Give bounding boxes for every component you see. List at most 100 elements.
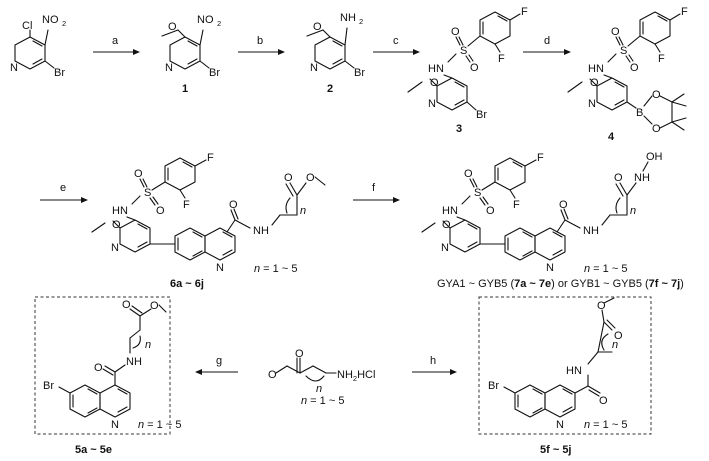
compound-number: 4 <box>608 131 615 143</box>
atom-label: S <box>460 45 467 57</box>
atom-label: Br <box>488 380 499 392</box>
dashed-box-5f <box>478 296 652 435</box>
nh2hcl-tail: HCl <box>357 369 375 381</box>
atom-label: O <box>284 172 293 184</box>
atom-label: O <box>112 219 121 231</box>
reagent-label: d <box>544 35 550 47</box>
n-italic: n <box>584 263 590 275</box>
atom-label: 2 <box>359 17 363 26</box>
reaction-arrow-g: g <box>195 355 238 375</box>
caption-part: 7a ~ 7e <box>514 278 551 290</box>
n-italic: n <box>254 263 260 275</box>
atom-label: S <box>620 45 627 57</box>
n-range-text: = 1 ~ 5 <box>260 263 297 275</box>
atom-label: O <box>134 168 143 180</box>
atom-label: N <box>428 98 436 110</box>
nh2hcl-sub: 2 <box>353 374 357 383</box>
atom-label: HN <box>112 205 128 217</box>
n-range-text: = 1 ~ 5 <box>307 395 344 407</box>
compound-number: 2 <box>327 83 333 95</box>
atom-label: B <box>636 107 643 119</box>
atom-label: NO <box>197 14 214 26</box>
atom-label: OH <box>646 151 663 163</box>
compound-number: 3 <box>456 123 462 135</box>
atom-label: O <box>122 299 131 311</box>
atom-label: N <box>216 262 224 274</box>
n-range-text: = 1 ~ 5 <box>590 263 627 275</box>
n-range-text: = 1 ~ 5 <box>144 419 181 431</box>
atom-label: O <box>94 362 103 374</box>
compound-number: 5a ~ 5e <box>75 444 112 456</box>
dashed-box-5a <box>34 296 171 435</box>
atom-label: NH <box>253 225 269 237</box>
reagent-label: h <box>430 355 436 367</box>
atom-label: O <box>168 21 177 33</box>
compound-7-structure: F F S O O HN O N N O NH <box>421 151 663 275</box>
atom-label: O <box>597 300 606 312</box>
atom-label: O <box>470 62 479 74</box>
atom-label: n <box>630 205 636 217</box>
atom-label: O <box>464 168 473 180</box>
atom-label: O <box>630 62 639 74</box>
n-range-text: = 1 ~ 5 <box>590 419 627 431</box>
compound-number: 1 <box>182 83 188 95</box>
atom-label: n <box>145 339 151 351</box>
compound-number: 6a ~ 6j <box>170 278 204 290</box>
compound-5f-structure: N Br O HN n O O n = 1 ~ 5 <box>488 297 627 431</box>
caption-part: ) or GYB1 ~ GYB5 ( <box>551 278 649 290</box>
atom-label: O <box>430 77 439 89</box>
reaction-arrow-f: f <box>353 182 400 203</box>
atom-label: Br <box>43 380 54 392</box>
atom-label: F <box>498 53 505 65</box>
atom-label: O <box>590 77 599 89</box>
atom-label: O <box>295 348 304 360</box>
atom-label: F <box>183 199 190 211</box>
atom-label: Br <box>209 67 220 79</box>
atom-label: Br <box>354 67 365 79</box>
n-italic: n <box>584 419 590 431</box>
atom-label: N <box>588 98 596 110</box>
reaction-arrow-e: e <box>40 182 88 203</box>
compound-3-structure: F F S O O HN O N Br 3 <box>407 6 528 135</box>
atom-label: N <box>111 242 119 254</box>
amino-ester-structure: O O n NH2HCl n = 1 ~ 5 <box>268 348 375 407</box>
reaction-arrow-h: h <box>412 355 457 375</box>
atom-label: N <box>556 419 564 431</box>
compound-2-structure: O NH 2 N Br 2 <box>306 12 365 95</box>
compound-4-structure: F F S O O HN O N B O O 4 <box>567 6 688 143</box>
atom-label: O <box>268 369 277 381</box>
atom-label: HN <box>442 205 458 217</box>
atom-label: NH <box>583 225 599 237</box>
reaction-arrow-d: d <box>523 35 571 55</box>
atom-label: N <box>165 62 173 74</box>
atom-label: O <box>614 330 623 342</box>
compound-5a-structure: N Br O NH n O O n = 1 ~ 5 <box>43 299 181 431</box>
caption-part: ) <box>680 278 684 290</box>
atom-label: O <box>156 205 165 217</box>
atom-label: F <box>681 6 688 18</box>
compound-1-structure: O NO 2 N Br 1 <box>161 14 221 95</box>
compound-number: 5f ~ 5j <box>540 444 572 456</box>
atom-label: O <box>306 172 315 184</box>
atom-label: O <box>442 219 451 231</box>
atom-label: O <box>150 300 159 312</box>
reagent-label: f <box>372 182 376 194</box>
atom-label: F <box>521 6 528 18</box>
reagent-label: g <box>216 355 222 367</box>
atom-label: n <box>300 205 306 217</box>
atom-label: O <box>599 395 608 407</box>
compound-6-structure: F F S O O HN O N N O <box>91 152 326 290</box>
n-range-note: n = 1 ~ 5 <box>584 419 627 431</box>
atom-label: N <box>310 62 318 74</box>
atom-label: N <box>441 242 449 254</box>
atom-label: O <box>229 199 238 211</box>
atom-label: HN <box>566 365 582 377</box>
starting-material-structure: Cl NO 2 N Br <box>10 14 66 79</box>
atom-label: Br <box>54 67 65 79</box>
atom-label: NO <box>42 14 59 26</box>
final-compounds-caption: GYA1 ~ GYB5 (7a ~ 7e) or GYB1 ~ GYB5 (7f… <box>437 278 684 290</box>
atom-label: n <box>316 383 322 395</box>
atom-label: HN <box>588 63 604 75</box>
atom-label: Br <box>476 109 487 121</box>
